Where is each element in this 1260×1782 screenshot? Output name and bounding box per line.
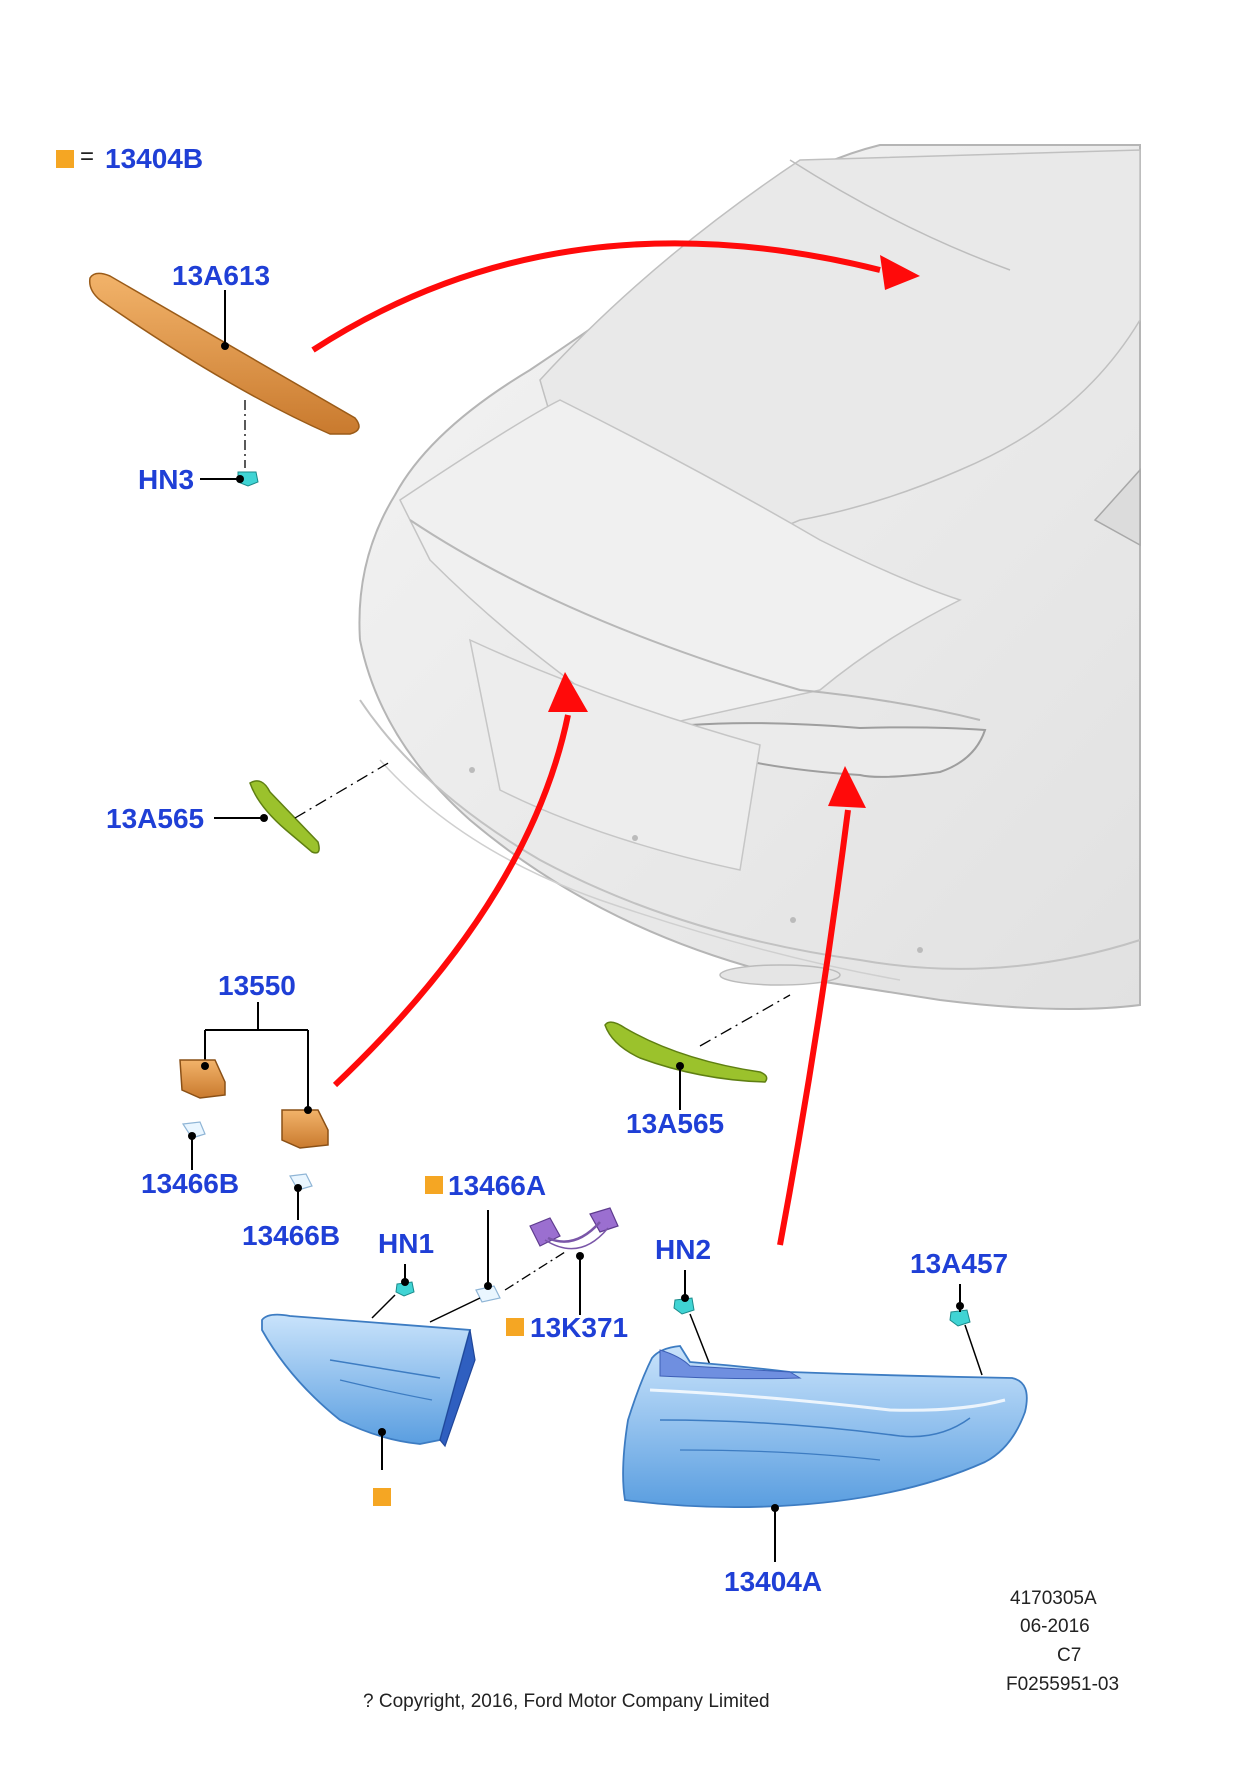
leader-dot-13a565-right: [676, 1062, 684, 1070]
label-hn3: HN3: [138, 464, 195, 495]
label-13a565-right: 13A565: [626, 1108, 725, 1139]
leader-dot-13k371: [576, 1252, 584, 1260]
leader-dot-13404a: [771, 1504, 779, 1512]
dashdot-harness-to-bulb: [504, 1251, 566, 1291]
vehicle-rear-illustration: [358, 144, 1141, 1010]
leader-hn2-to-lamp: [689, 1313, 713, 1371]
leader-dot-13466a: [484, 1282, 492, 1290]
label-13a457: 13A457: [910, 1248, 1009, 1279]
marker-inner-lamp-13404b: [373, 1488, 391, 1506]
reference-number: 4170305A: [1010, 1588, 1097, 1609]
label-hn1: HN1: [378, 1228, 435, 1259]
leader-dot-hn3: [236, 475, 244, 483]
leader-dot-13550-bottom: [304, 1106, 312, 1114]
part-13a457-nut: [949, 1309, 971, 1327]
leader-dot-hn1: [401, 1278, 409, 1286]
issue-date: 06-2016: [1020, 1616, 1090, 1637]
marker-13466a: [425, 1176, 443, 1194]
dashdot-13a565-right: [699, 994, 791, 1047]
part-13466b-bulb-top: [181, 1121, 206, 1139]
part-13550-lamp-top: [179, 1059, 226, 1099]
part-13a565-left-reflector: [249, 780, 320, 854]
copyright-notice: ? Copyright, 2016, Ford Motor Company Li…: [363, 1691, 770, 1712]
label-13466b-bottom: 13466B: [242, 1220, 341, 1251]
leader-dot-inner-lamp: [378, 1428, 386, 1436]
label-13466b-top: 13466B: [141, 1168, 240, 1199]
label-13k371: 13K371: [530, 1312, 629, 1343]
label-13404a: 13404A: [724, 1566, 823, 1597]
label-13466a: 13466A: [448, 1170, 547, 1201]
leader-hn1-to-lamp: [371, 1294, 396, 1319]
part-13404a-outer-tail-lamp: [622, 1345, 1028, 1509]
label-13a565-left: 13A565: [106, 803, 205, 834]
part-13a565-right-reflector: [604, 1021, 768, 1083]
part-13a613-trim-strip: [88, 272, 360, 435]
leader-dot-13a457: [956, 1302, 964, 1310]
part-13404b-inner-tail-lamp: [261, 1313, 476, 1448]
label-hn2: HN2: [655, 1234, 712, 1265]
figure-id: F0255951-03: [1006, 1674, 1120, 1695]
dashdot-13a565-left: [294, 761, 391, 819]
revision-code: C7: [1057, 1645, 1082, 1666]
label-13a613: 13A613: [172, 260, 271, 291]
part-hn1-nut: [395, 1281, 415, 1297]
leader-dot-13a565-left: [260, 814, 268, 822]
leader-bulb-to-inner-lamp: [429, 1297, 481, 1323]
marker-13k371: [506, 1318, 524, 1336]
legend-part-label: 13404B: [105, 143, 204, 174]
legend-marker: [56, 150, 74, 168]
leader-13a457-to-lamp: [964, 1324, 983, 1376]
legend-equals: =: [80, 143, 95, 170]
part-13550-lamp-bottom: [281, 1109, 329, 1149]
leader-dot-hn2: [681, 1294, 689, 1302]
red-callout-arrows: [311, 240, 920, 1246]
part-hn2-nut: [673, 1297, 695, 1315]
leader-dot-13550-top: [201, 1062, 209, 1070]
leader-dot-13a613: [221, 342, 229, 350]
label-13550: 13550: [218, 970, 296, 1001]
leader-dot-13466b-bottom: [294, 1184, 302, 1192]
leader-dot-13466b-top: [188, 1132, 196, 1140]
part-13k371-wire-harness: [529, 1207, 619, 1250]
